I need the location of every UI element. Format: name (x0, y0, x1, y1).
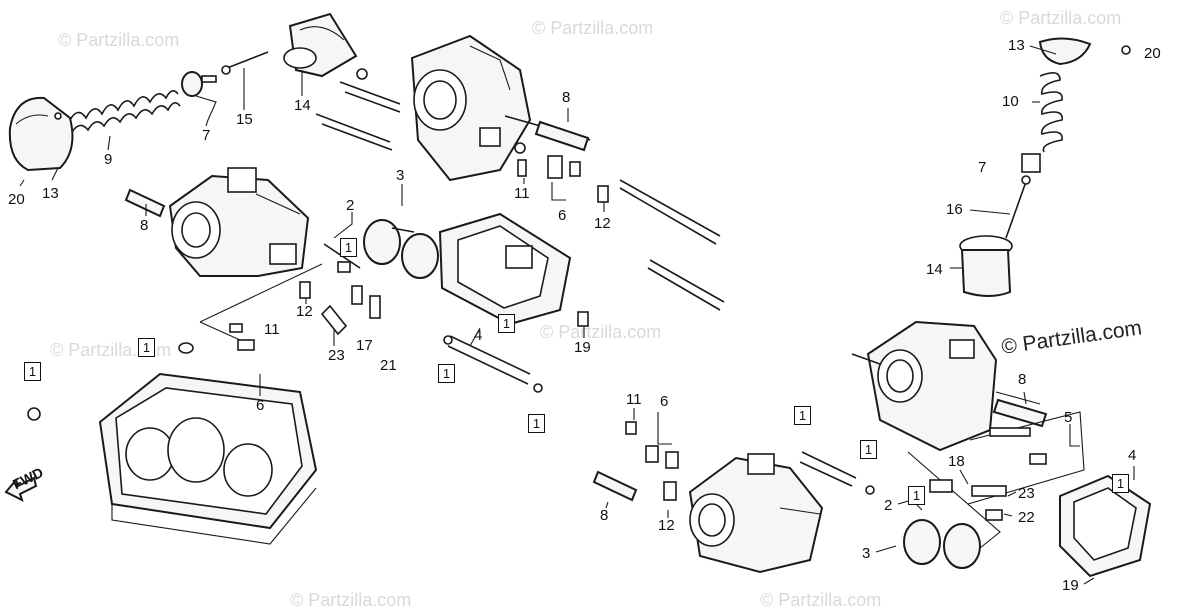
boxed-ref: 1 (528, 414, 545, 433)
needle-valve-seat (320, 304, 348, 336)
callout-14: 14 (294, 97, 311, 114)
needle-holder (181, 71, 217, 97)
callout-14: 14 (926, 261, 943, 278)
callout-9: 9 (104, 151, 113, 168)
carburetor-body-left (168, 167, 310, 277)
piston-vacuum (283, 12, 358, 78)
callout-3: 3 (862, 545, 871, 562)
callout-11: 11 (514, 185, 530, 202)
callout-6: 6 (558, 207, 567, 224)
boxed-ref: 1 (860, 440, 877, 459)
top-cover (8, 96, 74, 172)
callout-19: 19 (1062, 577, 1079, 594)
callout-21: 21 (380, 357, 397, 374)
float-parts-right (967, 411, 1085, 505)
boxed-ref: 1 (138, 338, 155, 357)
callout-12: 12 (296, 303, 313, 320)
callout-19: 19 (574, 339, 591, 356)
linkage-lines-left (199, 263, 323, 351)
boxed-ref: 1 (908, 486, 925, 505)
boxed-ref: 1 (340, 238, 357, 257)
fwd-arrow (4, 476, 38, 502)
watermark: © Partzilla.com (760, 590, 882, 610)
watermark: © Partzilla.com (290, 590, 412, 610)
callout-4: 4 (1128, 447, 1137, 464)
callout-12: 12 (658, 517, 675, 534)
carburetor-body-top (410, 34, 591, 182)
callout-23: 23 (328, 347, 345, 364)
callout-2: 2 (346, 197, 355, 214)
pilot-screw-left (124, 188, 166, 218)
spring-right (1039, 72, 1063, 153)
callout-10: 10 (1002, 93, 1019, 110)
callout-11: 11 (264, 321, 280, 338)
callout-3: 3 (396, 167, 405, 184)
callout-8: 8 (140, 217, 149, 234)
boxed-ref: 1 (438, 364, 455, 383)
callout-6: 6 (256, 397, 265, 414)
float-bowl-right (1059, 474, 1152, 578)
boxed-ref: 1 (1112, 474, 1129, 493)
callout-7: 7 (202, 127, 211, 144)
pilot-screw-bottom (592, 470, 638, 502)
callout-6: 6 (660, 393, 669, 410)
boxed-ref: 1 (498, 314, 515, 333)
fuel-pipes-top (315, 68, 401, 151)
boxed-ref: 1 (794, 406, 811, 425)
callout-2: 2 (884, 497, 893, 514)
float-right (903, 519, 981, 569)
piston-right (959, 235, 1013, 297)
jets-bottom (625, 421, 679, 501)
float-chamber (98, 372, 318, 545)
spring (69, 90, 181, 133)
float (363, 219, 439, 279)
callout-23: 23 (1018, 485, 1035, 502)
callout-17: 17 (356, 337, 373, 354)
leader-lines (19, 45, 1135, 585)
pilot-screw-right (992, 398, 1048, 428)
callout-8: 8 (1018, 371, 1027, 388)
needle-right (1005, 153, 1041, 239)
jets-top (517, 155, 609, 203)
throttle-shaft (443, 311, 589, 393)
callout-5: 5 (1064, 409, 1073, 426)
callout-7: 7 (978, 159, 987, 176)
carburetor-body-bottom (688, 453, 824, 574)
watermark: © Partzilla.com (58, 30, 180, 50)
callout-13: 13 (1008, 37, 1025, 54)
callout-4: 4 (474, 327, 483, 344)
watermark: © Partzilla.com (540, 322, 662, 342)
carburetor-body-right (851, 320, 1041, 452)
callout-13: 13 (42, 185, 59, 202)
jet-needle (221, 51, 269, 75)
watermark: © Partzilla.com (532, 18, 654, 38)
callout-20: 20 (1144, 45, 1161, 62)
boxed-ref: 1 (24, 362, 41, 381)
callout-11: 11 (626, 391, 642, 408)
pilot-screw (534, 120, 590, 152)
callout-15: 15 (236, 111, 253, 128)
callout-12: 12 (594, 215, 611, 232)
throttle-shaft-bottom (799, 451, 875, 495)
top-cover-right (1038, 37, 1131, 66)
watermark: © Partzilla.com (1000, 8, 1122, 28)
callout-8: 8 (600, 507, 609, 524)
callout-8: 8 (562, 89, 571, 106)
float-pin-right (907, 451, 1007, 549)
callout-22: 22 (1018, 509, 1035, 526)
callout-18: 18 (948, 453, 965, 470)
callout-16: 16 (946, 201, 963, 218)
drain-plug (27, 342, 194, 421)
float-bowl-gasket (438, 212, 572, 326)
connecting-rods-right (619, 179, 725, 311)
callout-20: 20 (8, 191, 25, 208)
